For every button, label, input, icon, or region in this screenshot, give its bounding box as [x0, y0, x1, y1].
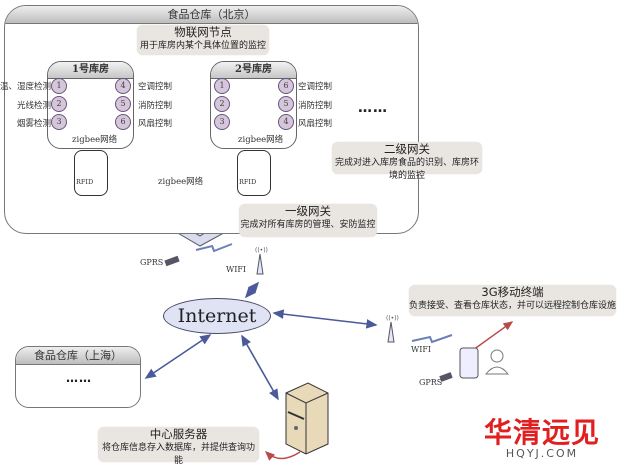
- sensor-node: 2: [51, 96, 67, 112]
- wifi-tower-icon: [387, 321, 395, 343]
- sensor-node: 3: [214, 114, 230, 130]
- wifi-tower-icon-signal: ((•)): [255, 247, 268, 254]
- room-1-network-label: zigbee网络: [72, 135, 118, 145]
- actuator-label: 消防控制: [138, 101, 173, 111]
- callout-desc: 完成对所有库房的管理、安防监控: [240, 220, 376, 230]
- callout-title: 中心服务器: [149, 427, 208, 441]
- link-internet-mobile: [272, 309, 378, 329]
- sensor-node: 1: [214, 78, 230, 94]
- actuator-label: 风扇控制: [138, 119, 173, 129]
- link-internet-wifi: [244, 281, 260, 299]
- shanghai-ellipsis: ……: [66, 371, 92, 385]
- user-body-icon: [484, 366, 510, 375]
- callout-iot-node: 物联网节点 用于库房内某个具体位置的监控: [137, 25, 269, 55]
- inter-room-network-label: zigbee网络: [158, 177, 204, 187]
- actuator-node: 6: [115, 114, 131, 130]
- actuator-node: 4: [115, 78, 131, 94]
- shanghai-warehouse-title: 食品仓库（上海）: [16, 347, 140, 365]
- actuator-label: 空调控制: [298, 82, 333, 92]
- actuator-label: 消防控制: [298, 101, 333, 111]
- server-drive-icon: [287, 411, 305, 420]
- callout-title: 物联网节点: [174, 25, 232, 39]
- server-tower-edge: [285, 392, 329, 454]
- rfid-gateway-box-2: [237, 150, 271, 196]
- callout-level1-gateway: 一级网关 完成对所有库房的管理、安防监控: [239, 204, 377, 237]
- link-internet-server: [241, 334, 279, 401]
- actuator-node: 4: [278, 114, 294, 130]
- sensor-label: 烟雾检测: [17, 119, 52, 129]
- arrow-to-mobile-terminal: [472, 321, 514, 351]
- gateway-gprs-label: GPRS: [140, 258, 164, 267]
- callout-mobile-terminal: 3G移动终端 负责接受、查看仓库状态，并可以远程控制仓库设施: [409, 285, 616, 316]
- mobile-gprs-label: GPRS: [419, 378, 443, 387]
- callout-central-server: 中心服务器 将仓库信息存入数据库，并提供查询功能: [98, 427, 259, 466]
- rfid-label: RFID: [76, 178, 94, 186]
- rfid-label: RFID: [239, 178, 257, 186]
- room-2-title: 2号库房: [211, 62, 296, 79]
- callout-desc: 负责接受、查看仓库状态，并可以远程控制仓库设施: [409, 301, 617, 311]
- callout-desc: 完成对进入库房食品的识别、库房环境的监控: [334, 158, 479, 181]
- sensor-label: 光线检测: [17, 101, 52, 111]
- mobile-tablet-icon: [459, 347, 479, 379]
- more-rooms-ellipsis: ……: [358, 100, 388, 116]
- beijing-warehouse-title: 食品仓库（北京）: [5, 6, 418, 24]
- link-internet-shanghai: [144, 334, 212, 379]
- shanghai-warehouse-container: 食品仓库（上海）: [15, 346, 141, 408]
- logo-english: HQYJ.COM: [505, 447, 579, 460]
- internet-cloud: Internet: [163, 298, 271, 334]
- actuator-node: 5: [115, 96, 131, 112]
- actuator-label: 风扇控制: [298, 119, 333, 129]
- callout-title: 二级网关: [384, 142, 430, 156]
- sensor-node: 3: [51, 114, 67, 130]
- sensor-label: 温、湿度检测: [0, 82, 52, 92]
- server-tower-icon: [285, 382, 329, 455]
- wifi-bolt-icon: [411, 334, 453, 344]
- arrow-to-central-server: [264, 451, 301, 461]
- room-1-title: 1号库房: [48, 62, 133, 79]
- callout-level2-gateway: 二级网关 完成对进入库房食品的识别、库房环境的监控: [332, 142, 482, 181]
- user-head-icon: [490, 349, 504, 363]
- callout-title: 3G移动终端: [481, 285, 544, 299]
- actuator-node: 5: [278, 96, 294, 112]
- callout-title: 一级网关: [285, 204, 331, 218]
- actuator-label: 空调控制: [138, 82, 173, 92]
- mobile-wifi-label: WIFI: [411, 345, 432, 354]
- callout-desc: 用于库房内某个具体位置的监控: [139, 41, 266, 51]
- gprs-module-icon: [164, 255, 180, 267]
- callout-desc: 将仓库信息存入数据库，并提供查询功能: [101, 443, 255, 466]
- sensor-node: 2: [214, 96, 230, 112]
- gateway-wifi-label: WIFI: [226, 265, 247, 274]
- wifi-tower-icon: [256, 253, 264, 275]
- wifi-bolt-icon: [195, 243, 233, 253]
- room-2-network-label: zigbee网络: [238, 135, 284, 145]
- wifi-tower-icon-signal: ((•)): [386, 315, 399, 322]
- actuator-node: 6: [278, 78, 294, 94]
- sensor-node: 1: [51, 78, 67, 94]
- rfid-gateway-box-1: [74, 150, 108, 196]
- gprs-module-icon: [439, 372, 453, 382]
- hqyj-logo: 华清远见 HQYJ.COM: [484, 418, 600, 460]
- server-power-icon: [294, 426, 298, 430]
- logo-chinese: 华清远见: [484, 416, 601, 449]
